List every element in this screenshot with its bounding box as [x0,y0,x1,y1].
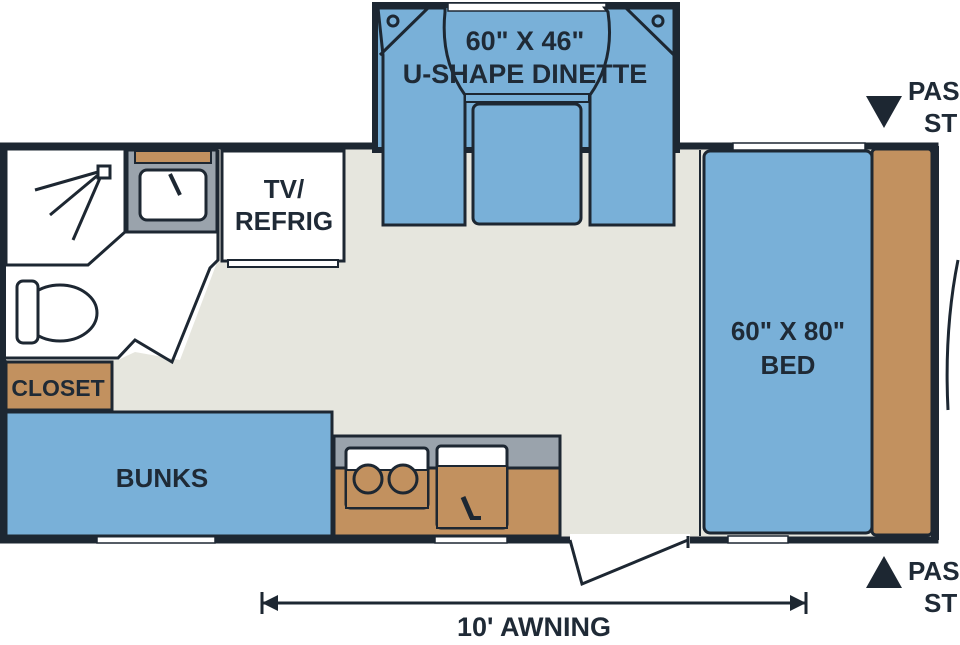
pass-through-bottom-label-1: PAS [908,556,960,586]
sink-faucet [168,173,182,196]
sink-icon [138,168,208,222]
bunks-label: BUNKS [116,463,208,493]
triangle-up-icon [866,556,902,588]
dinette-corner-right [624,6,676,57]
awning-arrow-left [262,595,278,611]
front-cap [945,259,960,411]
awning-arrow-right [790,595,806,611]
dinette-corner-left [378,6,430,57]
pass-through-top-label-1: PAS [908,76,960,106]
closet-label: CLOSET [11,375,104,401]
window-bed-top [732,142,866,151]
stove-burner-icon [344,446,430,510]
bunks-area [4,410,334,538]
dinette-seat-right [588,6,676,227]
bed-size-label: 60" X 80" [731,316,845,346]
bed-headboard-wardrobe [870,147,934,537]
bathroom-wall [6,232,220,365]
refrig-label: REFRIG [235,206,333,236]
dinette-backrest [464,93,590,103]
awning-label-bg [444,612,624,640]
tv-label: TV/ [264,174,304,204]
toilet-icon [15,279,99,345]
dinette-screw-right [651,14,665,28]
entry-doorway [570,534,690,544]
dinette-table [471,102,583,226]
dinette-screw-left [386,14,400,28]
dinette-size-label: 60" X 46" [466,26,585,56]
refrig-door [227,259,339,268]
closet-cabinet [4,360,114,412]
dinette-seat-left [376,6,467,227]
window-bed-bottom [727,535,789,544]
bed-name-label: BED [761,350,816,380]
awning-label: 10' AWNING [457,612,611,640]
vanity-top [134,150,212,164]
window-dinette [447,2,607,12]
shower-head-icon [34,164,112,241]
kitchen-sink-icon [435,444,509,530]
tv-refrig-cabinet [220,149,346,263]
entry-door-swing [568,538,689,587]
dinette-name-label: U-SHAPE DINETTE [403,59,648,89]
pass-through-bottom-label-2: ST [924,588,957,618]
triangle-down-icon [866,96,902,128]
pass-through-top-label-2: ST [924,108,957,138]
